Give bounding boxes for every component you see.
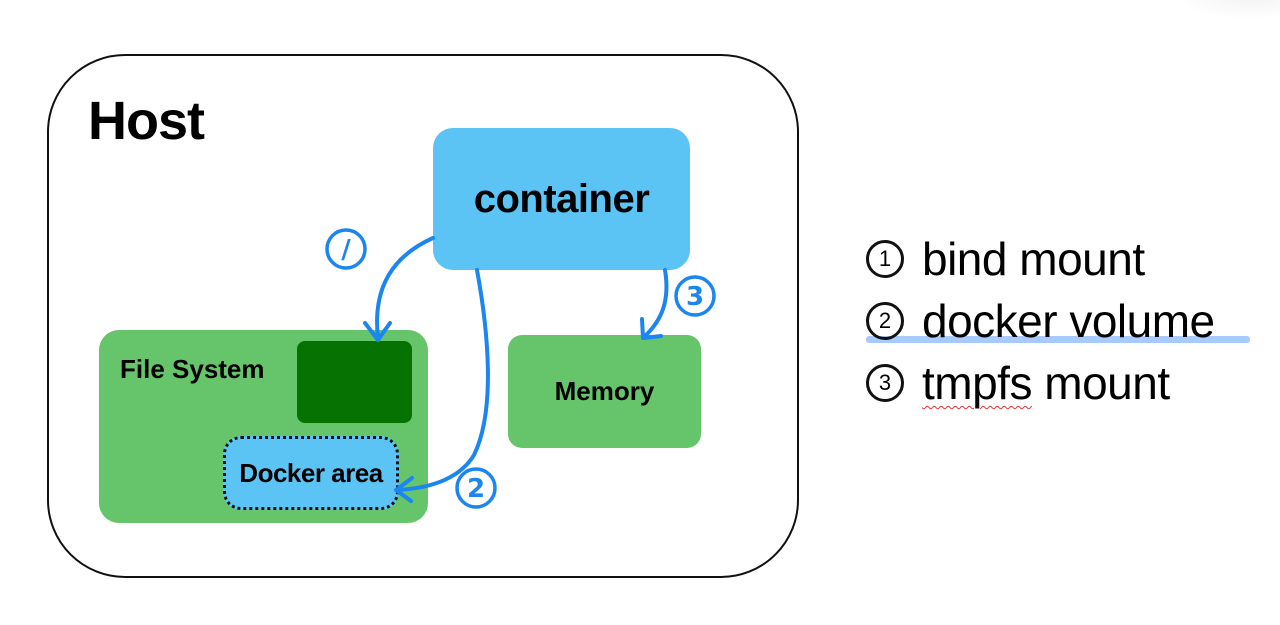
legend-number-3: 3 xyxy=(866,364,904,402)
file-system-label: File System xyxy=(120,354,265,384)
legend-text-bind-mount: bind mount xyxy=(922,233,1145,285)
corner-shadow xyxy=(1170,0,1280,20)
host-box xyxy=(47,54,799,578)
legend-text-docker-volume: docker volume xyxy=(922,295,1215,347)
text-highlight xyxy=(866,336,1250,343)
spellcheck-word: tmpfs xyxy=(922,357,1032,409)
legend-text-tmpfs-mount: tmpfs mount xyxy=(922,356,1170,410)
container-label: container xyxy=(473,176,650,221)
legend-text-mount: mount xyxy=(1031,357,1170,409)
legend-item-bind-mount: 1 bind mount xyxy=(866,228,1266,290)
memory-label: Memory xyxy=(554,376,655,406)
container-box: container xyxy=(433,128,690,270)
legend-number-1: 1 xyxy=(866,240,904,278)
legend-number-2: 2 xyxy=(866,302,904,340)
legend: 1 bind mount 2 docker volume 3 tmpfs mou… xyxy=(866,228,1266,414)
memory-box: Memory xyxy=(508,335,701,448)
legend-item-tmpfs-mount: 3 tmpfs mount xyxy=(866,352,1266,414)
legend-item-docker-volume: 2 docker volume xyxy=(866,290,1266,352)
bind-mount-target xyxy=(297,341,412,423)
host-title: Host xyxy=(88,91,205,151)
docker-area-label: Docker area xyxy=(239,457,383,488)
docker-area-box: Docker area xyxy=(223,436,399,510)
